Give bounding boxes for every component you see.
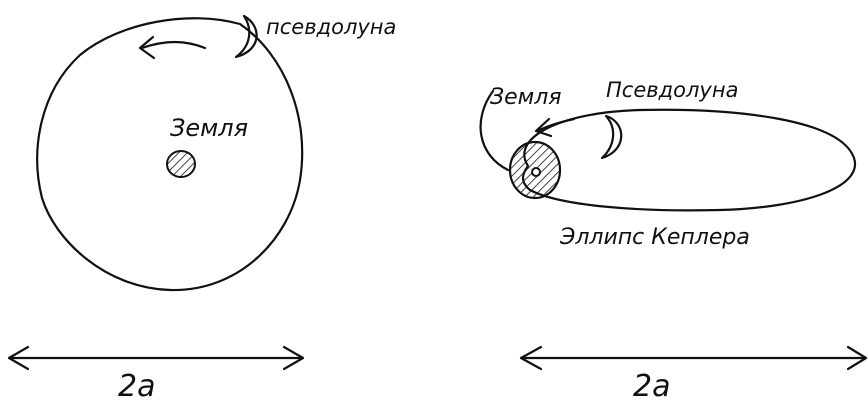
dimension-arrowhead-left-start <box>7 345 30 371</box>
dimension-label-2a-right: 2a <box>633 369 670 403</box>
orbit-direction-arrowhead <box>138 35 156 60</box>
left-diagram: псевдолуна Земля 2a <box>7 14 396 403</box>
pseudo-moon-crescent <box>234 14 258 59</box>
pseudo-moon-crescent-right <box>600 114 623 160</box>
kepler-ellipse-orbit <box>521 108 857 212</box>
dimension-label-2a-left: 2a <box>118 369 155 403</box>
earth-center-dot <box>531 167 541 177</box>
pseudo-moon-label: псевдолуна <box>266 15 396 39</box>
earth-disc <box>166 150 196 178</box>
dimension-arrowhead-left-end <box>282 345 305 371</box>
orbit-direction-arrow <box>140 40 207 50</box>
earth-label: Земля <box>170 114 248 142</box>
ellipse-direction-arrow <box>535 117 576 133</box>
pseudo-moon-label-right: Псевдолуна <box>606 78 738 102</box>
earth-label-right: Земля <box>490 85 562 110</box>
dimension-arrowhead-right-end <box>846 345 868 371</box>
right-diagram: Псевдолуна Земля Эллипс Кеплера 2a <box>479 78 868 403</box>
earth-pointer-line <box>479 89 510 172</box>
kepler-ellipse-label: Эллипс Кеплера <box>559 225 750 250</box>
ellipse-direction-arrowhead <box>534 117 553 138</box>
dimension-arrowhead-right-start <box>519 345 543 371</box>
circular-orbit <box>36 17 304 292</box>
